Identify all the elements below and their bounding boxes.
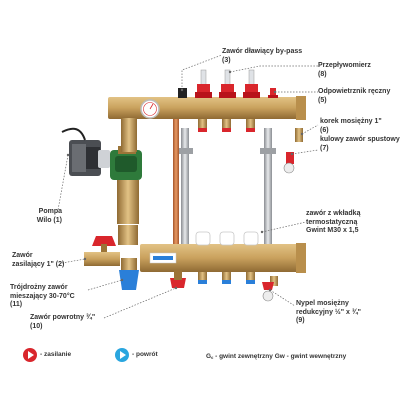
bypass-pipe <box>173 115 179 245</box>
top-manifold <box>108 96 306 132</box>
air-vent <box>268 88 278 98</box>
label-return-valve: Zawór powrotny ¾" (10) <box>30 314 96 330</box>
leader-dots <box>66 70 304 292</box>
label-bypass: Zawór dławiący by-pass (3) <box>222 48 303 64</box>
label-supply-valve: Zawór zasilający 1" (2) <box>12 252 65 268</box>
mixing-valve <box>119 258 139 290</box>
label-mixing-valve: Trójdrożny zawór mieszający 30-70°C (11) <box>10 284 75 308</box>
flowmeters <box>195 69 260 98</box>
label-flowmeter: Przepływomierz (8) <box>318 62 371 78</box>
supply-valve <box>84 236 120 266</box>
legend-supply-text: - zasilanie <box>40 351 72 358</box>
bottom-manifold <box>140 231 306 284</box>
label-drain-valve: kulowy zawór spustowy (7) <box>320 136 400 152</box>
label-pump: Pompa Wilo (1) <box>36 208 62 224</box>
return-valve <box>170 270 186 288</box>
thermometer <box>140 99 160 119</box>
brass-plug-drain <box>283 128 303 174</box>
legend-return-text: - powrót <box>132 351 158 358</box>
legend-threads-text: G꜀ - gwint zewnętrzny Gw - gwint wewnętr… <box>206 353 347 360</box>
label-brass-plug: korek mosiężny 1" (6) <box>320 118 382 134</box>
supply-legend-icon <box>23 348 37 362</box>
mounting-brackets <box>177 128 276 246</box>
left-riser <box>117 118 139 245</box>
label-insert-valve: zawór z wkładką termostatyczną Gwint M30… <box>306 210 361 234</box>
label-vent: Odpowietrznik ręczny (5) <box>318 88 391 104</box>
bypass-valve-cap <box>178 88 187 98</box>
label-nipple: Nypel mosiężny redukcyjny ½" x ¾" (9) <box>296 300 362 324</box>
leader-lines <box>57 54 319 319</box>
return-legend-icon <box>115 348 129 362</box>
nipple-reducer <box>262 276 278 302</box>
